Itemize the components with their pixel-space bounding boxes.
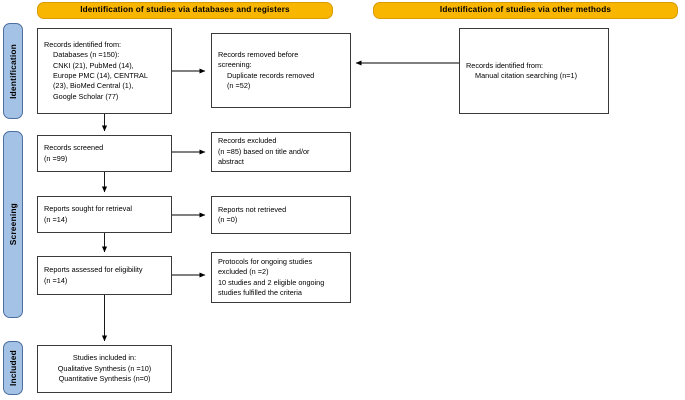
box-reports-assessed-for-eligibility: Reports assessed for eligibility (n =14) (37, 256, 172, 295)
reports-assessed-line-1: Reports assessed for eligibility (44, 265, 143, 275)
stage-bar-identification: Identification (3, 23, 23, 119)
box-records-screened: Records screened (n =99) (37, 135, 172, 172)
box-records-identified-from-databases: Records identified from: Databases (n =1… (37, 28, 172, 114)
records-removed-line-4: (n =52) (227, 80, 251, 90)
studies-included-line-3: Quantitative Synthesis (n=0) (58, 374, 151, 384)
box-protocols-ongoing-studies-excluded: Protocols for ongoing studies excluded (… (211, 252, 351, 303)
records-removed-line-2: screening: (218, 60, 252, 70)
stage-label-screening: Screening (8, 203, 18, 246)
other-identified-line-1: Records identified from: (466, 60, 544, 70)
protocols-excluded-line-4: studies fulfilled the criteria (218, 287, 302, 297)
protocols-excluded-line-3: 10 studies and 2 eligible ongoing (218, 277, 325, 287)
records-removed-line-1: Records removed before (218, 49, 299, 59)
records-screened-line-1: Records screened (44, 143, 104, 153)
reports-not-retrieved-line-2: (n =0) (218, 215, 238, 224)
reports-sought-line-1: Reports sought for retrieval (44, 204, 133, 214)
stage-bar-screening: Screening (3, 131, 23, 318)
box-records-excluded: Records excluded (n =85) based on title … (211, 132, 351, 172)
stage-label-included: Included (8, 349, 18, 387)
other-identified-line-2: Manual citation searching (n=1) (475, 71, 578, 80)
banner-databases-and-registers: Identification of studies via databases … (37, 2, 333, 19)
reports-assessed-line-2: (n =14) (44, 275, 68, 285)
records-identified-line-2: Databases (n =150): (53, 50, 120, 60)
records-screened-line-2: (n =99) (44, 153, 68, 163)
stage-bar-included: Included (3, 341, 23, 395)
box-records-identified-other-methods: Records identified from: Manual citation… (459, 28, 609, 114)
studies-included-line-1: Studies included in: (72, 353, 137, 363)
box-reports-not-retrieved: Reports not retrieved (n =0) (211, 196, 351, 234)
box-studies-included: Studies included in: Qualitative Synthes… (37, 345, 172, 393)
records-identified-line-5: (23), BioMed Central (1), (53, 81, 134, 91)
records-identified-line-6: Google Scholar (77) (53, 91, 119, 101)
studies-included-line-2: Qualitative Synthesis (n =10) (57, 363, 152, 373)
banner-other-methods: Identification of studies via other meth… (373, 2, 678, 19)
stage-label-identification: Identification (8, 43, 18, 99)
records-removed-line-3: Duplicate records removed (227, 70, 315, 80)
records-identified-line-4: Europe PMC (14), CENTRAL (53, 71, 148, 80)
records-excluded-line-2: (n =85) based on title and/or (218, 146, 310, 156)
box-reports-sought-for-retrieval: Reports sought for retrieval (n =14) (37, 196, 172, 233)
records-identified-line-3: CNKI (21), PubMed (14), (53, 60, 134, 70)
protocols-excluded-line-1: Protocols for ongoing studies (218, 256, 313, 266)
records-excluded-line-1: Records excluded (218, 136, 277, 146)
records-excluded-line-3: abstract (218, 157, 244, 167)
box-records-removed-before-screening: Records removed before screening: Duplic… (211, 33, 351, 108)
protocols-excluded-line-2: excluded (n =2) (218, 267, 269, 277)
records-identified-line-1: Records identified from: (44, 39, 122, 49)
reports-sought-line-2: (n =14) (44, 214, 68, 224)
reports-not-retrieved-line-1: Reports not retrieved (218, 204, 287, 214)
